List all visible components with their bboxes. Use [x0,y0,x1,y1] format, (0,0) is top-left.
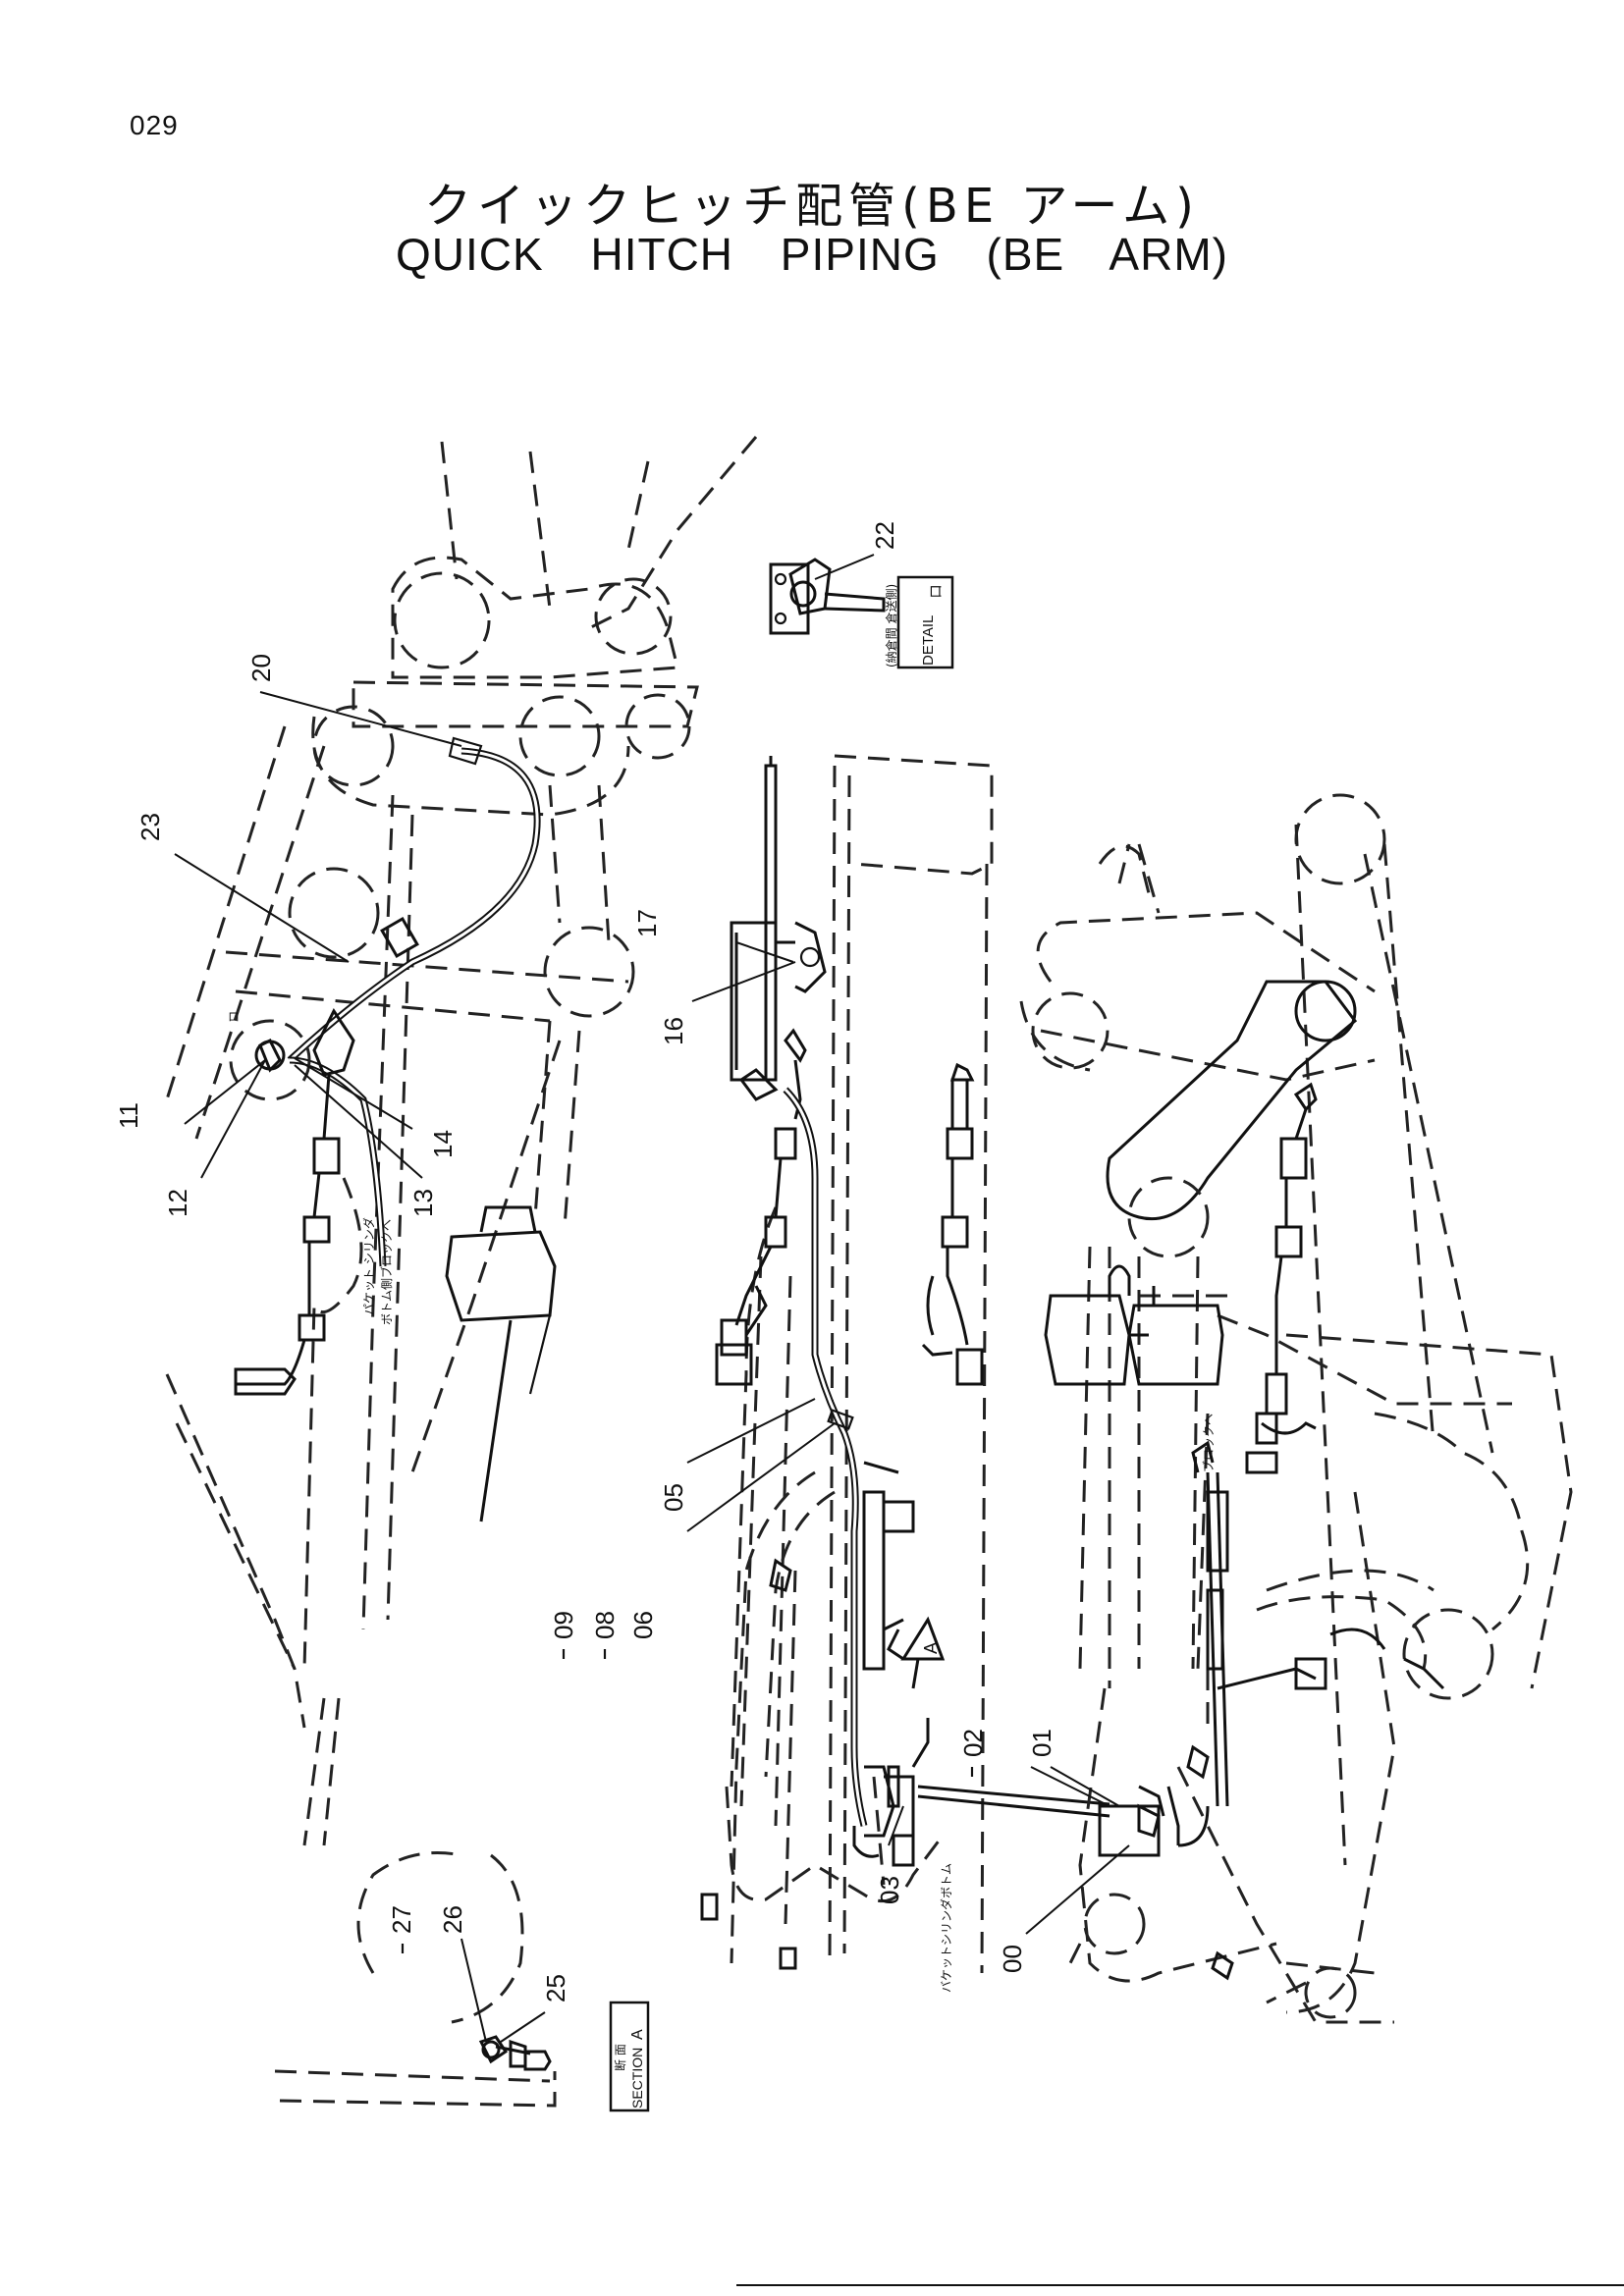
small-label-a: ロ [228,1010,240,1024]
detail-label: DETAIL [920,615,937,666]
part-number-02: 02 [958,1729,988,1757]
part-number-01: 01 [1027,1729,1056,1757]
detail-view: DETAIL ロ (納倉間 倉送側) [769,558,954,669]
part-number-25: 25 [541,1974,570,2002]
page-title-english: QUICK HITCH PIPING (BE ARM) [396,229,1228,280]
section-arrow-letter: A [921,1642,941,1654]
section-note: 断 面 [613,2044,627,2071]
bucket-cyl-note: バケットシリンダボトム [939,1863,953,1993]
center-fitting [921,1062,984,1386]
part-number-16: 16 [659,1017,688,1045]
part-number-27: 27 [387,1905,416,1934]
part-number-26: 26 [438,1905,467,1934]
page-number: 029 [130,110,179,140]
left-arm-outline [165,436,758,1846]
middle-rod [730,756,827,1101]
hose-bundle [700,1461,904,1970]
right-arm-outline [1019,793,1573,2024]
right-hoses [1137,1082,1445,1981]
right-note: ブロックへ [1201,1414,1216,1472]
left-note-2: ボトム側ブロックへ [379,1219,394,1325]
page-title-japanese: クイックヒッチ配管(BE アーム) [424,179,1200,234]
part-number-00: 00 [998,1945,1027,1973]
part-number-13: 13 [408,1189,438,1217]
part-number-03: 03 [875,1876,904,1904]
leader-lines [174,554,1130,2043]
detail-note: (納倉間 倉送側) [884,584,898,667]
part-number-12: 12 [163,1189,192,1217]
part-number-08: 08 [590,1611,620,1639]
part-number-09: 09 [549,1611,578,1639]
left-cylinder [445,1205,557,1522]
part-number-23: 23 [135,813,165,841]
left-hoses [229,1008,387,1396]
hose-23 [287,736,541,1063]
section-arrow: A [900,1616,946,1689]
bucket-pipe [887,1765,1165,1857]
part-number-17: 17 [632,909,662,937]
middle-arm-outline [725,754,994,1974]
detail-label-box [896,575,954,669]
section-letter: A [629,2029,646,2040]
section-label: SECTION [629,2048,645,2109]
group-dashes [401,1649,974,1953]
part-number-06: 06 [628,1611,658,1639]
part-number-11: 11 [114,1102,143,1129]
section-label-box [609,2001,650,2112]
left-note: パケット シリンダ [361,1217,376,1315]
right-cylinders [1044,1264,1224,1386]
part-number-22: 20 [246,654,276,682]
part-numbers: 20 23 17 16 22 11 12 13 14 05 09 08 06 0… [114,521,1056,2002]
section-a-view: SECTION A 断 面 [274,1851,650,2112]
middle-hoses: 029 [715,1028,930,1867]
part-number-05: 05 [659,1483,688,1512]
detail-letter: ロ [928,584,945,599]
part-number-20: 22 [870,521,899,550]
part-number-14: 14 [428,1130,458,1158]
